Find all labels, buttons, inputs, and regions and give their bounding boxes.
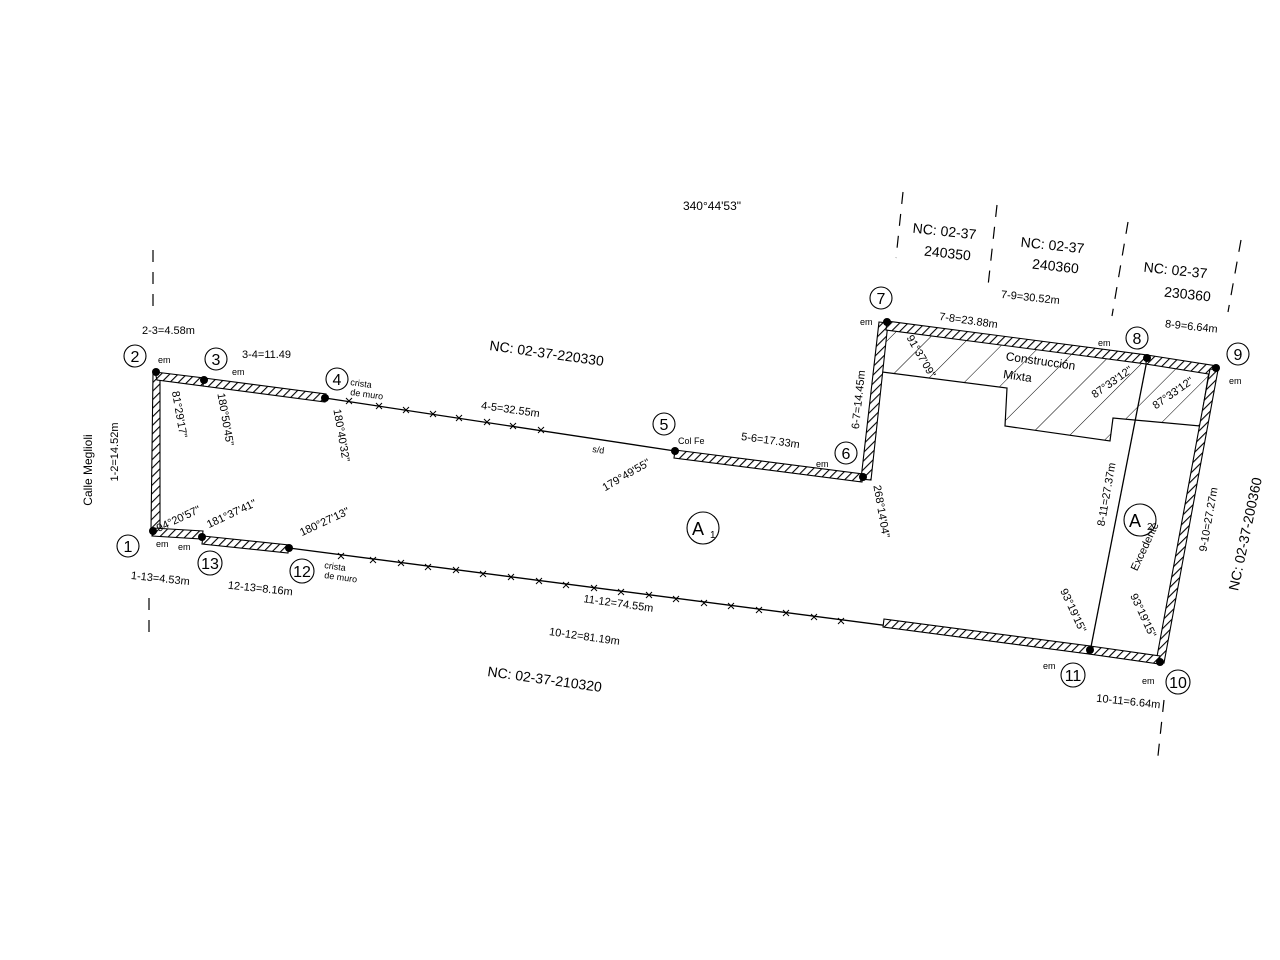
side-4-5: 4-5=32.55m — [480, 400, 540, 420]
vertex-label-1: 1 — [124, 539, 133, 556]
vertex-label-7: 7 — [877, 291, 886, 308]
vertex-label-6: 6 — [842, 446, 851, 463]
angle-6: 268°14'04" — [870, 484, 891, 539]
area-a1-label: A — [692, 519, 704, 539]
vertex-labels: 1 2 3 4 5 6 7 8 9 10 11 12 13 — [116, 286, 1250, 695]
angle-11: 93°19'15" — [1057, 587, 1088, 635]
parcel-ne1-line1: NC: 02-37 — [912, 220, 977, 243]
em-note-11: em — [1043, 661, 1056, 671]
parcel-ne2-line1: NC: 02-37 — [1020, 234, 1085, 257]
side-5-6: 5-6=17.33m — [740, 431, 800, 451]
construction-label-mixta: Mixta — [1002, 367, 1033, 385]
parcel-north: NC: 02-37-220330 — [489, 337, 606, 369]
vertex-dot-3 — [200, 376, 208, 384]
em-note-8: em — [1098, 338, 1111, 348]
side-3-4: 3-4=11.49 — [242, 349, 291, 361]
em-note-2: em — [158, 355, 171, 365]
hatched-walls — [150, 320, 1219, 665]
fence-ticks — [337, 397, 845, 625]
em-note-9: em — [1229, 376, 1242, 386]
vertex-label-8: 8 — [1133, 331, 1142, 348]
parcel-ne1-line2: 240350 — [923, 243, 971, 264]
crista-note-4: crista — [350, 377, 373, 390]
col-fe-note: Col Fe — [678, 436, 705, 446]
vertex-dot-10 — [1156, 658, 1164, 666]
wall-5-6 — [673, 449, 864, 483]
vertex-dot-4 — [321, 394, 329, 402]
parcel-ne3-line2: 230360 — [1163, 284, 1211, 305]
parcel-ne3-line1: NC: 02-37 — [1143, 259, 1208, 282]
parcel-south: NC: 02-37-210320 — [487, 663, 604, 695]
side-6-7: 6-7=14.45m — [850, 370, 868, 430]
angle-12: 180°27'13" — [298, 506, 351, 539]
side-1-2: 1-2=14.52m — [109, 422, 121, 481]
vertex-label-4: 4 — [333, 372, 342, 389]
vertex-dot-12 — [285, 544, 293, 552]
em-note-6: em — [816, 459, 829, 469]
vertex-label-3: 3 — [212, 352, 221, 369]
crista-note-12: crista — [324, 560, 347, 573]
vertex-dots — [149, 318, 1220, 666]
angle-13: 181°37'41" — [205, 498, 258, 531]
vertex-label-10: 10 — [1169, 675, 1187, 692]
angle-2: 81°29'17" — [169, 390, 189, 439]
area-a1-subscript: 1 — [710, 530, 716, 541]
em-note-13: em — [178, 542, 191, 552]
vertex-label-13: 13 — [201, 556, 219, 573]
vertex-dot-2 — [152, 368, 160, 376]
de-muro-note-12: de muro — [324, 570, 358, 584]
wall-12-13 — [201, 535, 290, 554]
vertex-label-2: 2 — [131, 349, 140, 366]
street-name: Calle Meglioli — [81, 434, 95, 505]
em-note-7: em — [860, 317, 873, 327]
side-8-11: 8-11=27.37m — [1096, 462, 1119, 527]
side-12-13: 12-13=8.16m — [227, 580, 293, 599]
vertex-dot-5 — [671, 447, 679, 455]
parcel-ne2-line2: 240360 — [1031, 256, 1079, 277]
vertex-label-5: 5 — [660, 417, 669, 434]
top-bearing: 340°44'53" — [683, 199, 741, 213]
vertex-notes: em em em em em em em em em em crista de … — [156, 317, 1242, 686]
side-10-11: 10-11=6.64m — [1096, 693, 1161, 712]
wall-11-12 — [882, 618, 1091, 655]
wall-6-7 — [860, 321, 889, 481]
em-note-10: em — [1142, 676, 1155, 686]
wall-10-11 — [1088, 645, 1161, 665]
vertex-dot-8 — [1143, 354, 1151, 362]
side-9-10: 9-10=27.27m — [1197, 486, 1220, 552]
side-7-8: 7-8=23.88m — [938, 311, 998, 331]
wall-1-2 — [150, 372, 161, 531]
de-muro-note-4: de muro — [350, 387, 384, 401]
parcel-east: NC: 02-37-200360 — [1225, 476, 1265, 592]
side-10-12: 10-12=81.19m — [548, 626, 620, 648]
dashed-extension-lines — [148, 191, 1242, 766]
side-1-13: 1-13=4.53m — [130, 570, 190, 588]
side-2-3: 2-3=4.58m — [142, 325, 195, 337]
angle-3: 180°50'45" — [214, 392, 235, 447]
vertex-dot-7 — [883, 318, 891, 326]
angle-4: 180°40'32" — [330, 408, 351, 463]
em-note-3: em — [232, 367, 245, 377]
em-note-1: em — [156, 539, 169, 549]
sd-note: s/d — [592, 444, 605, 456]
area-a2-label: A — [1129, 511, 1141, 531]
area-a2-subscript: 2 — [1147, 522, 1153, 533]
vertex-dot-6 — [859, 473, 867, 481]
side-7-9: 7-9=30.52m — [1000, 289, 1060, 307]
vertex-label-9: 9 — [1234, 347, 1243, 364]
vertex-label-11: 11 — [1065, 668, 1082, 685]
angle-5: 179°49'55" — [600, 457, 652, 494]
wall-2-3 — [154, 371, 205, 387]
vertex-dot-9 — [1212, 364, 1220, 372]
side-11-12: 11-12=74.55m — [583, 593, 654, 615]
vertex-dot-11 — [1086, 646, 1094, 654]
area-labels: A 1 A 2 Excedente — [686, 503, 1162, 573]
vertex-dot-1 — [149, 527, 157, 535]
side-8-9: 8-9=6.64m — [1164, 318, 1218, 335]
vertex-dot-13 — [198, 533, 206, 541]
vertex-label-12: 12 — [293, 564, 311, 581]
angle-10: 93°19'15" — [1127, 592, 1158, 640]
